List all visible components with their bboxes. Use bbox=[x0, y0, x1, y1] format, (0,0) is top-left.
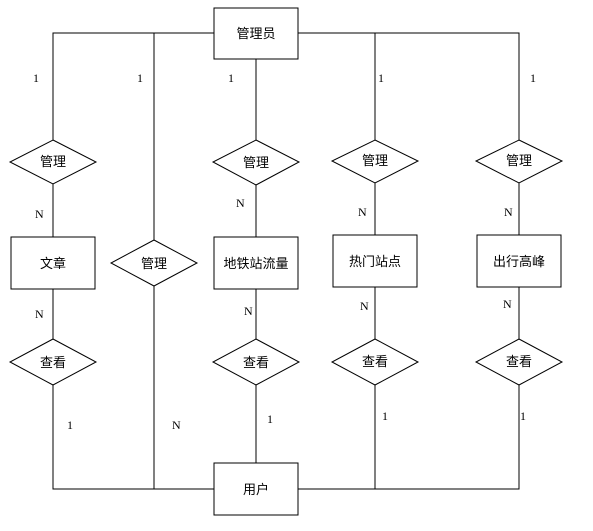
cardinality-label: 1 bbox=[137, 71, 143, 85]
cardinality-labels: 1 N 1 N 1 N 1 N 1 N N 1 N 1 N 1 N 1 bbox=[33, 71, 536, 432]
line-admin-to-manage-travel-peak bbox=[375, 32, 520, 140]
relationship-manage-article-label: 管理 bbox=[40, 155, 66, 170]
entity-user: 用户 bbox=[213, 462, 299, 516]
entity-metro-flow: 地铁站流量 bbox=[213, 236, 299, 290]
line-admin-to-manage-article bbox=[52, 32, 214, 140]
relationship-manage-travel-peak: 管理 bbox=[474, 139, 564, 184]
cardinality-label: N bbox=[360, 299, 369, 313]
connector-lines bbox=[52, 32, 520, 490]
entity-travel-peak-label: 出行高峰 bbox=[493, 254, 545, 270]
relationship-manage-metro-flow-label: 管理 bbox=[243, 156, 269, 171]
cardinality-label: N bbox=[172, 418, 181, 432]
relationship-view-article: 查看 bbox=[8, 338, 98, 386]
cardinality-label: N bbox=[35, 307, 44, 321]
cardinality-label: N bbox=[236, 196, 245, 210]
line-admin-to-manage-hot-station bbox=[298, 32, 376, 140]
entity-article-label: 文章 bbox=[40, 256, 66, 272]
entity-hot-station: 热门站点 bbox=[332, 234, 418, 288]
relationship-view-hot-station: 查看 bbox=[330, 338, 420, 386]
cardinality-label: N bbox=[504, 205, 513, 219]
cardinality-label: 1 bbox=[267, 412, 273, 426]
relationship-manage-user: 管理 bbox=[109, 239, 199, 287]
relationship-view-travel-peak: 查看 bbox=[474, 338, 564, 386]
entity-admin: 管理员 bbox=[213, 7, 299, 60]
cardinality-label: 1 bbox=[382, 409, 388, 423]
relationship-view-metro-flow-label: 查看 bbox=[243, 355, 269, 371]
cardinality-label: 1 bbox=[530, 71, 536, 85]
cardinality-label: 1 bbox=[520, 409, 526, 423]
relationship-manage-hot-station: 管理 bbox=[330, 139, 420, 184]
cardinality-label: N bbox=[358, 205, 367, 219]
line-view-hot-station-to-user bbox=[298, 385, 376, 490]
relationship-manage-user-label: 管理 bbox=[141, 257, 167, 272]
relationship-manage-hot-station-label: 管理 bbox=[362, 154, 388, 169]
entity-travel-peak: 出行高峰 bbox=[476, 234, 562, 288]
relationship-view-article-label: 查看 bbox=[40, 355, 66, 371]
relationship-manage-travel-peak-label: 管理 bbox=[506, 154, 532, 169]
cardinality-label: 1 bbox=[33, 71, 39, 85]
cardinality-label: N bbox=[35, 207, 44, 221]
cardinality-label: N bbox=[503, 297, 512, 311]
cardinality-label: 1 bbox=[378, 71, 384, 85]
entity-admin-label: 管理员 bbox=[236, 27, 275, 42]
relationship-view-travel-peak-label: 查看 bbox=[506, 354, 532, 370]
cardinality-label: 1 bbox=[67, 418, 73, 432]
line-view-article-to-user bbox=[52, 385, 214, 490]
cardinality-label: 1 bbox=[228, 71, 234, 85]
entity-article: 文章 bbox=[10, 236, 96, 290]
cardinality-label: N bbox=[244, 304, 253, 318]
line-view-travel-peak-to-user bbox=[375, 385, 520, 490]
relationship-manage-article: 管理 bbox=[8, 139, 98, 185]
relationship-view-hot-station-label: 查看 bbox=[362, 354, 388, 370]
relationship-view-metro-flow: 查看 bbox=[211, 338, 301, 386]
entity-user-label: 用户 bbox=[243, 482, 269, 498]
entity-metro-flow-label: 地铁站流量 bbox=[223, 257, 288, 272]
entity-hot-station-label: 热门站点 bbox=[349, 255, 401, 270]
relationship-manage-metro-flow: 管理 bbox=[211, 139, 301, 186]
